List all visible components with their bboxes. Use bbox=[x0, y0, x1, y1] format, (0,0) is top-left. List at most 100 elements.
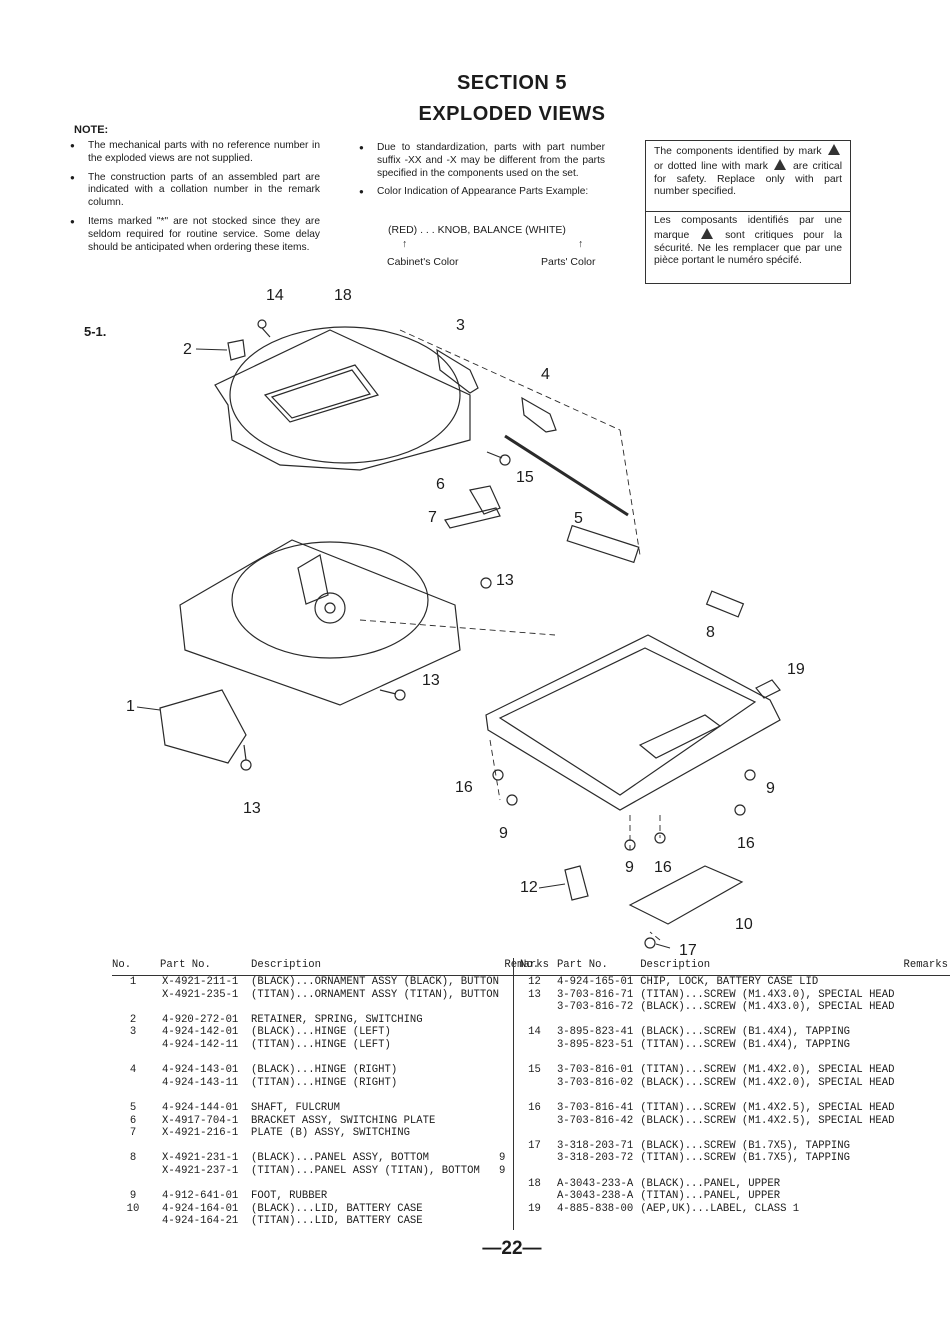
table-row: 3-703-816-02(BLACK)...SCREW (M1.4X2.0), … bbox=[520, 1077, 950, 1090]
section-title: EXPLODED VIEWS bbox=[418, 103, 606, 125]
screw-13-middle bbox=[379, 689, 406, 701]
cell-part-no: X-4921-231-1 bbox=[162, 1152, 239, 1165]
callout-16: 16 bbox=[455, 779, 473, 796]
callout-3: 3 bbox=[456, 317, 465, 334]
label-sheet bbox=[566, 524, 640, 564]
cell-part-no: X-4921-235-1 bbox=[162, 988, 239, 1001]
cell-remarks bbox=[895, 1127, 950, 1140]
col-header-description: Description bbox=[251, 959, 499, 976]
cell-part-no: 3-703-816-71 bbox=[556, 988, 634, 1001]
column-divider bbox=[513, 958, 514, 1230]
table-row: 3-895-823-51(TITAN)...SCREW (B1.4X4), TA… bbox=[520, 1039, 950, 1052]
col-header-description: Description bbox=[640, 959, 895, 976]
ornament-part bbox=[159, 689, 247, 764]
cell-description: (BLACK)...SCREW (M1.4X2.5), SPECIAL HEAD bbox=[640, 1114, 895, 1127]
col-header-part-no: Part No. bbox=[548, 959, 641, 976]
cell-remarks bbox=[895, 1102, 950, 1115]
cell-part-no: 3-703-816-01 bbox=[556, 1064, 634, 1077]
cell-no: 7 bbox=[129, 1127, 137, 1140]
cell-part-no: 4-924-144-01 bbox=[162, 1101, 239, 1114]
table-row bbox=[112, 1001, 551, 1014]
cell-remarks bbox=[895, 1077, 950, 1090]
cell-no bbox=[520, 1152, 549, 1165]
table-row: 4-924-143-11(TITAN)...HINGE (RIGHT) bbox=[112, 1077, 551, 1090]
note-item: Color Indication of Appearance Parts Exa… bbox=[359, 186, 605, 199]
callout-10: 10 bbox=[735, 916, 753, 933]
plate-7-part bbox=[444, 507, 501, 529]
cell-no: 19 bbox=[528, 1202, 541, 1215]
table-row: X-4921-237-1(TITAN)...PANEL ASSY (TITAN)… bbox=[112, 1165, 551, 1178]
safety-notice-french: Les composants identifiés par une marque… bbox=[646, 211, 850, 271]
cell-remarks: 9 bbox=[498, 1164, 506, 1177]
cell-no bbox=[520, 1165, 549, 1178]
cell-remarks bbox=[895, 1190, 950, 1203]
table-row: X-4921-235-1(TITAN)...ORNAMENT ASSY (TIT… bbox=[112, 989, 551, 1002]
cell-part-no: 4-920-272-01 bbox=[162, 1013, 239, 1026]
cell-part-no: X-4921-216-1 bbox=[162, 1127, 239, 1140]
callout-15: 15 bbox=[516, 469, 534, 486]
cell-no bbox=[520, 1077, 549, 1090]
callout-18: 18 bbox=[334, 287, 352, 304]
cell-no: 17 bbox=[528, 1139, 541, 1152]
cell-no: 6 bbox=[129, 1114, 137, 1127]
exploded-view-diagram bbox=[136, 319, 781, 949]
table-row: 3-703-816-72(BLACK)...SCREW (M1.4X3.0), … bbox=[520, 1001, 950, 1014]
cell-description: SHAFT, FULCRUM bbox=[251, 1101, 341, 1114]
bottom-panel-part bbox=[485, 634, 781, 811]
cell-description: (TITAN)...SCREW (M1.4X3.0), SPECIAL HEAD bbox=[640, 988, 895, 1001]
cell-description: (TITAN)...SCREW (B1.4X4), TAPPING bbox=[640, 1038, 850, 1051]
cabinet-color-label: Cabinet's Color bbox=[387, 256, 459, 268]
parts-color-label: Parts' Color bbox=[541, 256, 596, 268]
cell-no: 12 bbox=[528, 976, 541, 988]
cell-no bbox=[112, 1178, 154, 1191]
safety-text: Ne les remplacer que par une pièce porta… bbox=[654, 242, 843, 267]
safety-text: Les composants identifiés par une marque bbox=[654, 215, 842, 241]
note-item: The mechanical parts with no reference n… bbox=[70, 140, 320, 166]
cell-no bbox=[112, 1001, 154, 1014]
cell-remarks: 9 bbox=[498, 1152, 506, 1165]
cell-remarks bbox=[895, 1014, 950, 1027]
cell-remarks bbox=[895, 1178, 950, 1191]
cell-description: CHIP, LOCK, BATTERY CASE LID bbox=[640, 976, 819, 988]
callout-14: 14 bbox=[266, 287, 284, 304]
cell-part-no: 3-318-203-72 bbox=[556, 1152, 634, 1165]
cell-description bbox=[640, 1014, 894, 1027]
col-header-no: No. bbox=[112, 959, 154, 976]
cell-no bbox=[112, 1077, 154, 1090]
cell-description: RETAINER, SPRING, SWITCHING bbox=[251, 1013, 423, 1026]
cell-part-no: X-4921-237-1 bbox=[162, 1164, 239, 1177]
cell-description: (BLACK)...SCREW (M1.4X2.0), SPECIAL HEAD bbox=[640, 1076, 895, 1089]
warning-triangle-icon bbox=[774, 158, 787, 170]
note-item: Due to standardization, parts with part … bbox=[359, 142, 605, 180]
callout-4: 4 bbox=[541, 366, 550, 383]
screw-15-part bbox=[486, 451, 511, 466]
cell-remarks bbox=[895, 1001, 950, 1014]
table-row bbox=[520, 1165, 950, 1178]
callout-6: 6 bbox=[436, 476, 445, 493]
safety-text: The components identified by mark bbox=[654, 146, 822, 157]
cell-part-no: 4-924-164-01 bbox=[162, 1202, 239, 1215]
screw-14-part bbox=[257, 319, 271, 338]
cell-part-no: 3-318-203-71 bbox=[556, 1139, 634, 1152]
cell-part-no bbox=[154, 1052, 251, 1065]
callout-2: 2 bbox=[183, 341, 192, 358]
cell-remarks bbox=[895, 976, 950, 989]
cell-no bbox=[520, 1001, 549, 1014]
screw-17 bbox=[644, 937, 656, 949]
safety-text: are critical for safety. bbox=[654, 160, 842, 185]
cell-part-no: X-4917-704-1 bbox=[162, 1114, 239, 1127]
hinge-left-part bbox=[436, 348, 479, 394]
screw-13-upper bbox=[480, 577, 492, 589]
cell-description: (BLACK)...HINGE (LEFT) bbox=[251, 1026, 391, 1039]
